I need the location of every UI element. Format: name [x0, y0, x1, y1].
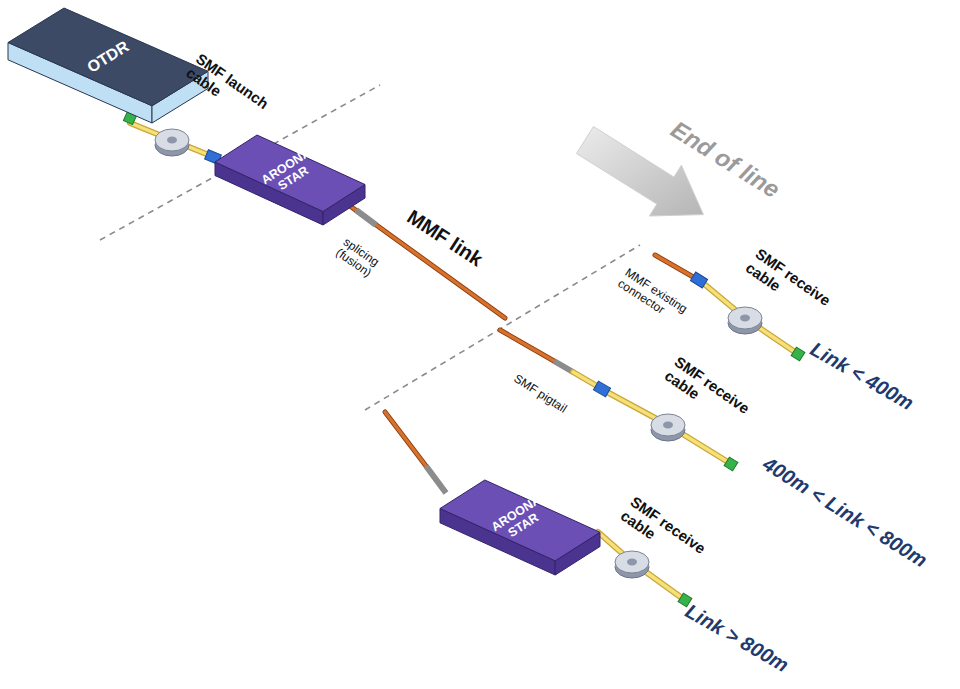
cable-core — [130, 123, 215, 158]
cable-spool — [651, 414, 685, 441]
cable-outline — [130, 123, 215, 158]
smf-connector — [724, 457, 738, 471]
part-label: splicing (fusion) — [333, 236, 381, 281]
aroona-star-box: AROONA STAR — [440, 480, 600, 575]
link-length-label: MMF link — [403, 205, 487, 270]
part-label: SMF receive cable — [661, 354, 762, 439]
aroona-star-box: AROONA STAR — [215, 135, 365, 225]
smf-launch-cable — [130, 123, 215, 158]
box-top-face — [8, 8, 208, 106]
part-label: SMF receive cable — [742, 246, 843, 331]
otdr-box: OTDR — [8, 8, 208, 123]
mmf-fiber — [655, 255, 695, 278]
smf-pigtail — [573, 372, 597, 386]
mmf-fiber — [385, 412, 446, 493]
smf-connector — [593, 381, 610, 397]
cable-spool — [615, 551, 649, 578]
link-length-label: Link < 400m — [807, 338, 918, 415]
part-label: SMF pigtail — [511, 372, 569, 416]
link-length-label: Link > 800m — [682, 600, 793, 677]
mmf-fiber — [500, 330, 573, 372]
part-label: MMF existing connector — [615, 266, 705, 338]
smf-connector — [791, 347, 805, 361]
link-length-label: 400m < Link < 800m — [759, 452, 931, 571]
box-top-face — [440, 480, 600, 561]
cable-spool — [728, 307, 762, 334]
part-label: SMF receive cable — [617, 494, 718, 579]
mmf-connector — [690, 272, 707, 288]
box-top-face — [215, 135, 365, 212]
separator-line — [365, 245, 640, 410]
cable-spool — [155, 129, 189, 156]
link-length-label: End of line — [666, 116, 784, 204]
